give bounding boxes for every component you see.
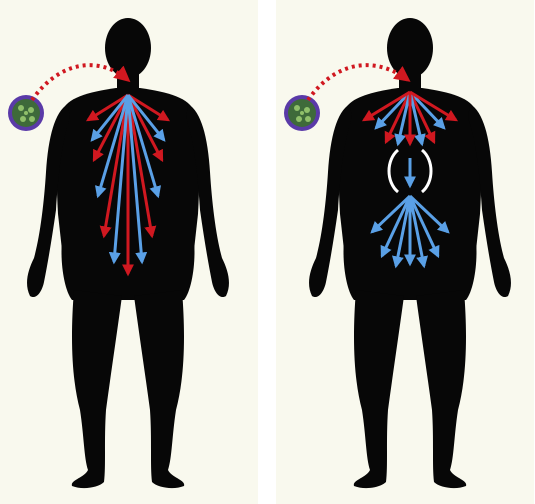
panel-left <box>0 0 258 504</box>
panel-left-svg <box>0 0 258 504</box>
panel-divider <box>258 0 276 504</box>
panel-right-svg <box>276 0 534 504</box>
virus-icon <box>284 95 320 131</box>
virus-icon <box>8 95 44 131</box>
panel-right <box>276 0 534 504</box>
